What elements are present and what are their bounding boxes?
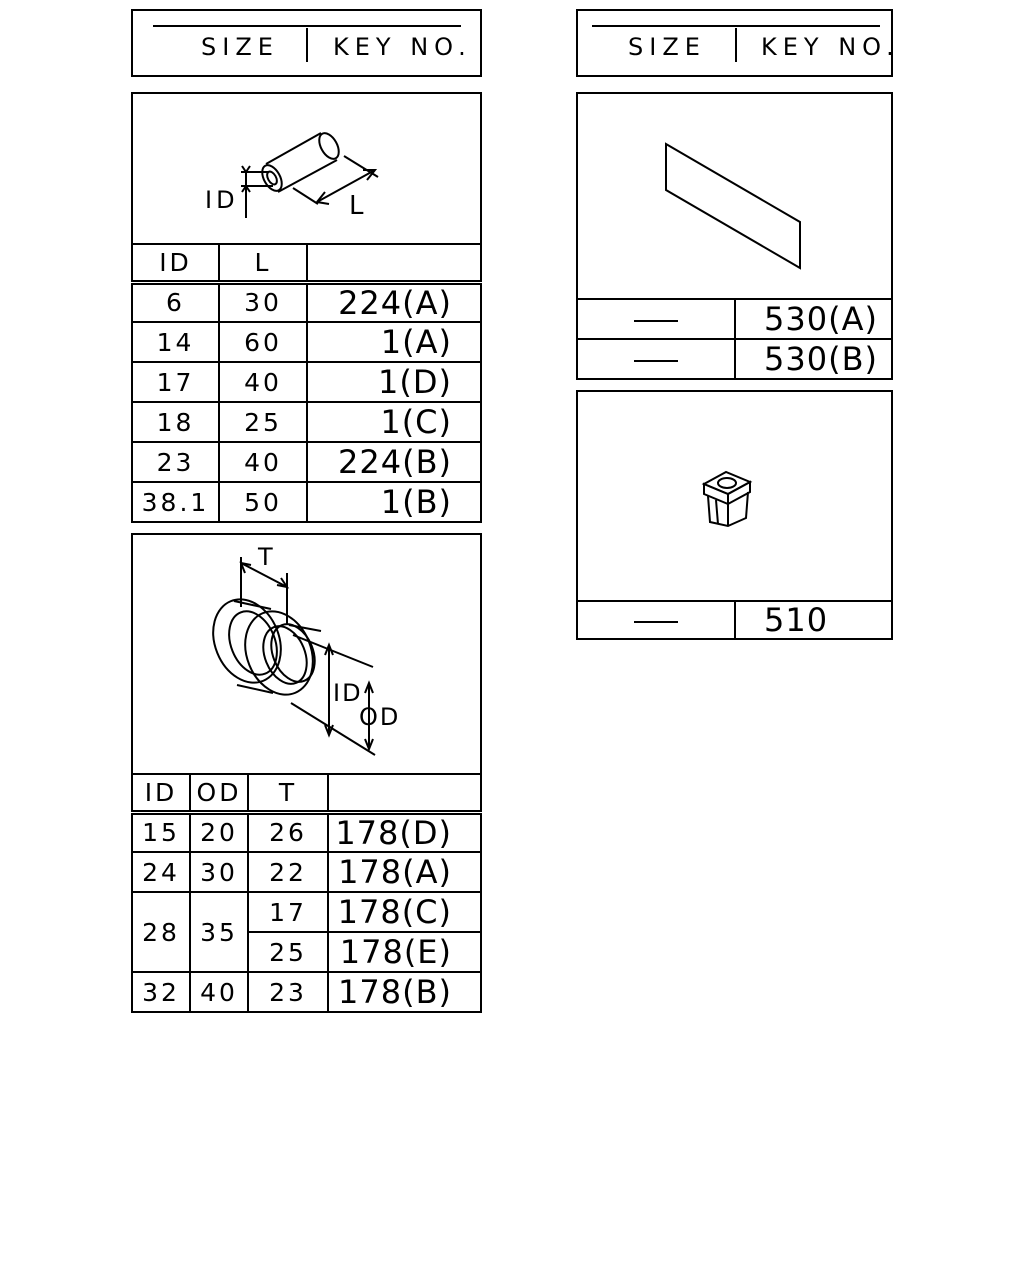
column-header-od: OD (189, 773, 249, 815)
id-cell: 14 (131, 321, 220, 363)
key-no-cell: 178(A) (327, 851, 482, 893)
od-cell: 35 (189, 891, 249, 973)
t-cell: 26 (247, 811, 329, 853)
key-no-cell: 178(B) (327, 971, 482, 1013)
header-divider (306, 28, 308, 62)
key-no-cell: 224(A) (306, 281, 482, 323)
column-header-key (327, 773, 482, 815)
od-dimension-label: OD (359, 703, 400, 731)
id-cell: 17 (131, 361, 220, 403)
grommet-size-table: ID OD T 15 20 26 178(D) 24 30 22 178(A) … (131, 773, 482, 1013)
column-header-t: T (247, 773, 329, 815)
sheet-size-table: 530(A) 530(B) (576, 298, 893, 380)
l-cell: 25 (218, 401, 308, 443)
sheet-drawing-box (576, 92, 893, 300)
size-header-label: SIZE (201, 33, 279, 61)
clip-drawing (701, 470, 753, 528)
key-no-cell: 530(B) (734, 338, 893, 380)
size-dash (634, 319, 678, 322)
id-cell: 18 (131, 401, 220, 443)
id-dimension-label: ID (333, 679, 363, 707)
t-cell: 22 (247, 851, 329, 893)
size-dash (634, 620, 678, 623)
t-cell: 25 (247, 931, 329, 973)
key-no-header-label: KEY NO. (761, 33, 900, 61)
key-no-cell: 1(D) (306, 361, 482, 403)
column-header-id: ID (131, 773, 191, 815)
t-cell: 17 (247, 891, 329, 933)
table-row: 38.1 50 1(B) (131, 481, 482, 523)
od-cell: 30 (189, 851, 249, 893)
od-cell: 20 (189, 811, 249, 853)
right-header-box: SIZE KEY NO. (576, 9, 894, 77)
size-cell (576, 338, 736, 380)
sheet-drawing (665, 142, 801, 270)
id-cell: 32 (131, 971, 191, 1013)
id-cell: 28 (131, 891, 191, 973)
l-cell: 40 (218, 441, 308, 483)
clip-drawing-box (576, 390, 893, 602)
column-header-l: L (218, 243, 308, 285)
id-cell: 6 (131, 281, 220, 323)
header-top-rule (592, 25, 880, 27)
left-header-box: SIZE KEY NO. (131, 9, 482, 77)
l-cell: 40 (218, 361, 308, 403)
column-header-id: ID (131, 243, 220, 285)
key-no-cell: 1(B) (306, 481, 482, 523)
tube-drawing: ID L (205, 132, 379, 221)
key-no-header-label: KEY NO. (333, 33, 472, 61)
key-no-cell: 178(D) (327, 811, 482, 853)
t-cell: 23 (247, 971, 329, 1013)
table-row: 32 40 23 178(B) (131, 971, 482, 1013)
l-dimension-label: L (349, 191, 364, 221)
id-cell: 38.1 (131, 481, 220, 523)
key-no-cell: 530(A) (734, 298, 893, 340)
tube-size-table: ID L 6 30 224(A) 14 60 1(A) 17 40 1(D) 1… (131, 243, 482, 523)
id-cell: 23 (131, 441, 220, 483)
key-no-cell: 510 (734, 600, 893, 640)
table-row: 18 25 1(C) (131, 401, 482, 443)
size-dash (634, 359, 678, 362)
table-row: 28 35 17 178(C) (131, 891, 482, 973)
id-cell: 24 (131, 851, 191, 893)
table-row: 24 30 22 178(A) (131, 851, 482, 893)
table-row: 15 20 26 178(D) (131, 811, 482, 853)
tube-drawing-box: ID L (131, 92, 482, 245)
table-row: 530(B) (576, 338, 893, 380)
grommet-drawing-box: T ID OD (131, 533, 482, 775)
size-cell (576, 600, 736, 640)
column-header-key (306, 243, 482, 285)
l-cell: 60 (218, 321, 308, 363)
header-divider (735, 28, 737, 62)
key-no-cell: 1(A) (306, 321, 482, 363)
od-cell: 40 (189, 971, 249, 1013)
table-row: 25 178(E) (132, 931, 482, 973)
t-dimension-label: T (257, 543, 273, 571)
size-header-label: SIZE (628, 33, 706, 61)
table-row: 17 40 1(D) (131, 361, 482, 403)
l-cell: 30 (218, 281, 308, 323)
table-row: 510 (576, 600, 893, 640)
key-no-cell: 1(C) (306, 401, 482, 443)
header-top-rule (153, 25, 461, 27)
key-no-cell: 178(C) (327, 891, 482, 933)
table-row: 6 30 224(A) (131, 281, 482, 323)
id-cell: 15 (131, 811, 191, 853)
table-row: 14 60 1(A) (131, 321, 482, 363)
l-cell: 50 (218, 481, 308, 523)
key-no-cell: 224(B) (306, 441, 482, 483)
size-cell (576, 298, 736, 340)
id-dimension-label: ID (205, 186, 239, 214)
table-row: 530(A) (576, 298, 893, 340)
clip-size-table: 510 (576, 600, 893, 640)
grommet-drawing: T ID OD (212, 543, 400, 756)
table-row: 23 40 224(B) (131, 441, 482, 483)
key-no-cell: 178(E) (327, 931, 482, 973)
